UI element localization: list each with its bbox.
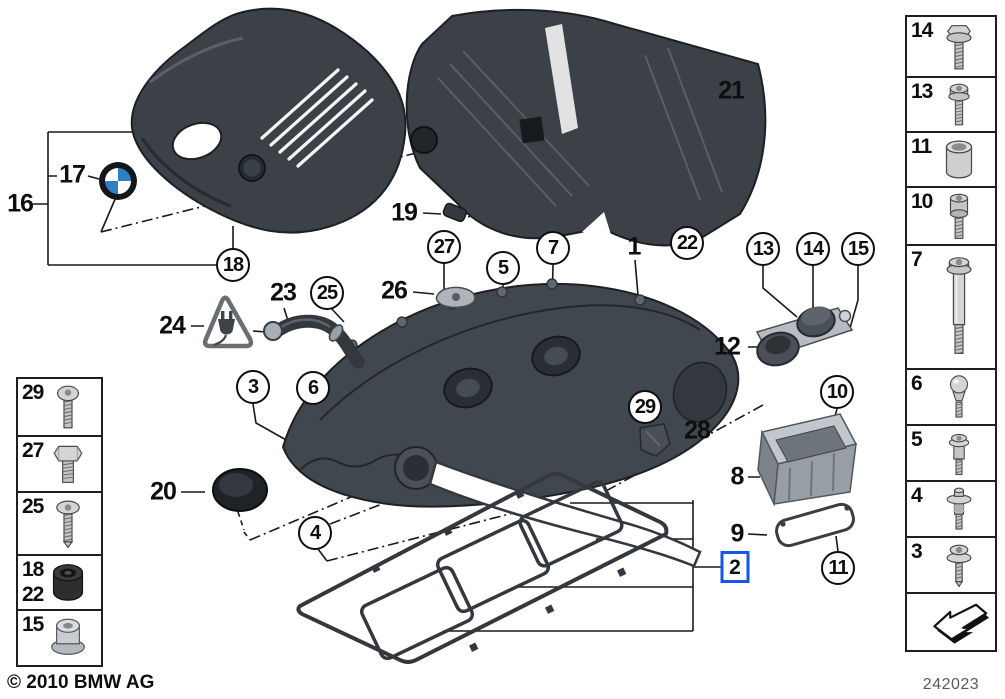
callout-28[interactable]: 28: [684, 416, 711, 445]
callout-4[interactable]: 4: [298, 516, 332, 550]
lower-housing-8: [757, 413, 858, 507]
sealing-plug-icon: [18, 616, 101, 660]
rubber-grommet-icon: [18, 560, 101, 605]
callout-10[interactable]: 10: [820, 375, 854, 409]
spacer-sleeve-icon: [907, 137, 995, 182]
legend-item-number: 7: [911, 248, 923, 271]
clip-19: [442, 202, 467, 223]
pan-head-screw-icon: [18, 383, 101, 431]
callout-7[interactable]: 7: [536, 231, 570, 265]
legend-item-number: 6: [911, 372, 923, 395]
callout-13[interactable]: 13: [746, 232, 780, 266]
legend-item-11[interactable]: 11: [907, 133, 995, 188]
callout-3[interactable]: 3: [236, 370, 270, 404]
callout-19[interactable]: 19: [391, 198, 418, 227]
gasket-tabs: [370, 489, 627, 652]
legend-column-right: 14 13 11 10 7 6 5 4 3: [905, 15, 997, 652]
socket-head-bolt-icon: [907, 192, 995, 240]
flange-bolt-icon: [907, 21, 995, 72]
screw-with-washer-icon: [907, 542, 995, 588]
bracket-28: [639, 423, 671, 457]
legend-item-number: 11: [911, 135, 932, 158]
callout-12[interactable]: 12: [714, 332, 741, 361]
vent-hose: [263, 314, 365, 369]
legend-item-number: 14: [911, 19, 933, 42]
diagram-number: 242023: [922, 676, 980, 693]
callout-26[interactable]: 26: [381, 276, 408, 305]
long-shoulder-bolt-icon: [907, 250, 995, 364]
legend-item-13[interactable]: 13: [907, 78, 995, 133]
legend-item-5[interactable]: 5: [907, 426, 995, 482]
electrical-warning-icon: [202, 295, 254, 349]
legend-item-number: 27: [22, 439, 44, 462]
legend-item-number: 29: [22, 381, 44, 404]
callout-20[interactable]: 20: [150, 477, 177, 506]
legend-item-25[interactable]: 25: [18, 493, 101, 556]
callout-5[interactable]: 5: [486, 251, 520, 285]
valve-cover-gasket-set: [296, 460, 702, 664]
stud-with-washer-icon: [907, 486, 995, 532]
callout-1[interactable]: 1: [627, 232, 642, 261]
callout-6[interactable]: 6: [296, 371, 330, 405]
callout-25[interactable]: 25: [310, 276, 344, 310]
legend-item-number: 3: [911, 540, 923, 563]
callout-2-selected[interactable]: 2: [720, 551, 750, 583]
legend-item-number: 4: [911, 484, 923, 507]
cover-stripes: [260, 68, 374, 168]
callout-21[interactable]: 21: [718, 76, 745, 105]
callout-16[interactable]: 16: [7, 189, 34, 218]
legend-back-arrow[interactable]: [907, 594, 995, 650]
callout-17[interactable]: 17: [59, 160, 86, 189]
cap-26: [435, 286, 476, 309]
legend-item-number: 13: [911, 80, 933, 103]
legend-item-number: 25: [22, 495, 44, 518]
connector-holder-12: [755, 306, 854, 367]
stud-icon: [907, 430, 995, 476]
copyright-text: © 2010 BMW AG: [7, 672, 155, 693]
back-arrow-icon: [907, 599, 999, 645]
legend-item-3[interactable]: 3: [907, 538, 995, 594]
plug-glyph: [218, 311, 235, 335]
legend-item-29[interactable]: 29: [18, 379, 101, 437]
engine-cover: [130, 7, 407, 234]
valve-cover: [281, 278, 740, 508]
callout-11[interactable]: 11: [821, 551, 855, 585]
legend-item-number: 15: [22, 613, 44, 636]
cover-opening: [171, 121, 223, 161]
outer-gasket: [296, 472, 669, 664]
legend-item-number: 10: [911, 190, 933, 213]
legend-item-10[interactable]: 10: [907, 188, 995, 246]
oval-head-screw-icon: [18, 497, 101, 550]
callout-29[interactable]: 29: [628, 390, 662, 424]
callout-22[interactable]: 22: [670, 226, 704, 260]
legend-item-14[interactable]: 14: [907, 17, 995, 78]
legend-item-6[interactable]: 6: [907, 370, 995, 426]
callout-14[interactable]: 14: [796, 232, 830, 266]
legend-item-7[interactable]: 7: [907, 246, 995, 370]
callout-18[interactable]: 18: [216, 248, 250, 282]
callout-15[interactable]: 15: [841, 232, 875, 266]
bmw-roundel-icon: [99, 162, 137, 200]
hex-bolt-icon: [18, 441, 101, 487]
callout-24[interactable]: 24: [159, 311, 186, 340]
legend-item-15[interactable]: 15: [18, 611, 101, 665]
oil-filler-cap-20: [212, 468, 268, 512]
acoustic-cover: [405, 8, 767, 247]
legend-item-number: 5: [911, 428, 923, 451]
callout-23[interactable]: 23: [270, 278, 297, 307]
housing-gasket-9: [775, 502, 855, 548]
legend-item-4[interactable]: 4: [907, 482, 995, 538]
ball-stud-icon: [907, 374, 995, 420]
callout-8[interactable]: 8: [730, 462, 745, 491]
legend-item-27[interactable]: 27: [18, 437, 101, 493]
torx-bolt-icon: [907, 82, 995, 127]
callout-9[interactable]: 9: [730, 519, 745, 548]
callout-27[interactable]: 27: [427, 230, 461, 264]
